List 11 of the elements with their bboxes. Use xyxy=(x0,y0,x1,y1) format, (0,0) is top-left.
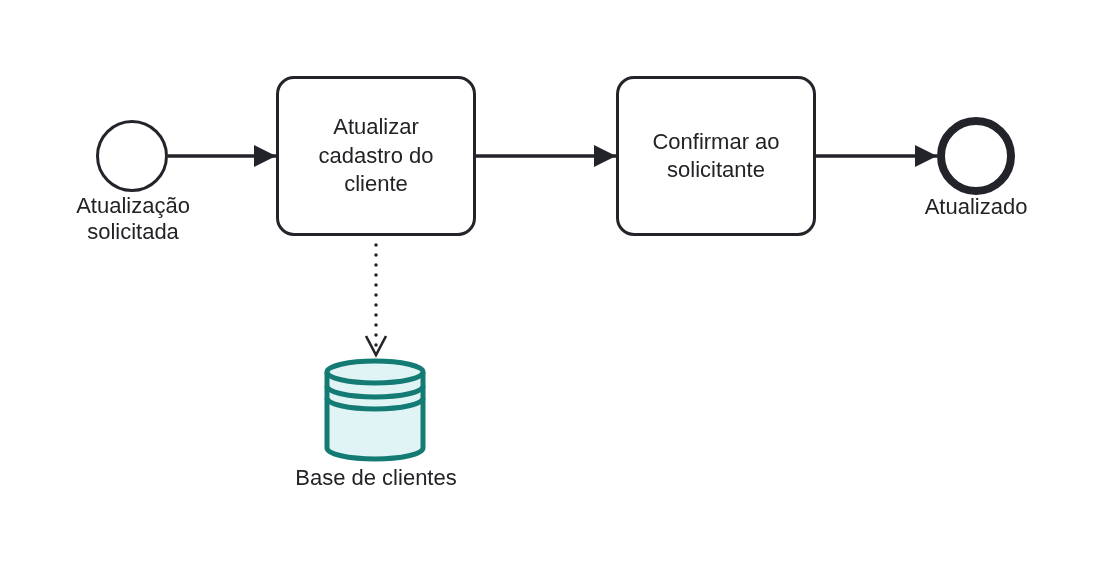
event-label: Atualizado xyxy=(924,196,1028,218)
data-store-cylinder xyxy=(324,358,426,462)
sequence-flow-arrow xyxy=(168,145,276,167)
data-store-label: Base de clientes xyxy=(295,465,457,491)
sequence-flow-arrow xyxy=(476,145,616,167)
sequence-flow-arrow xyxy=(816,145,937,167)
task-box xyxy=(616,76,816,236)
task-label: Confirmar ao solicitante xyxy=(651,127,781,184)
task-box xyxy=(276,76,476,236)
task-label: Atualizar cadastro do cliente xyxy=(317,113,435,199)
event-label: Atualização solicitada xyxy=(75,193,191,245)
